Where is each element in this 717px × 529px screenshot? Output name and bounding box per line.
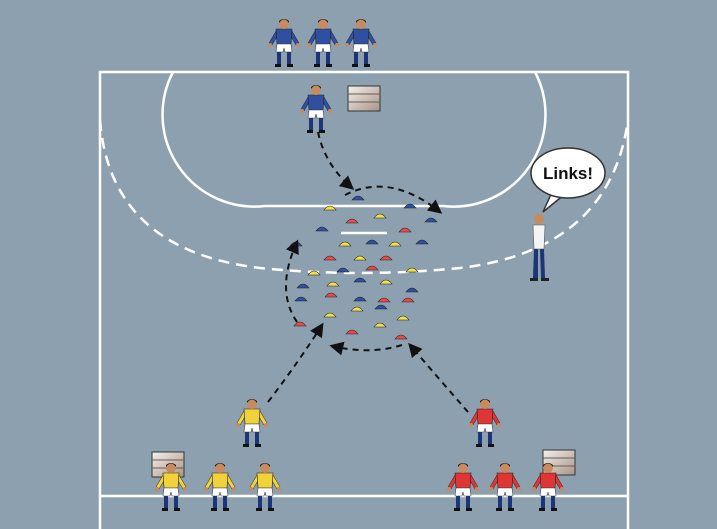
cone xyxy=(365,239,379,245)
coach-legs xyxy=(533,249,545,278)
cone xyxy=(296,283,310,289)
cone xyxy=(323,205,337,211)
cone xyxy=(307,270,321,276)
cone xyxy=(403,203,417,209)
cone xyxy=(396,315,410,321)
coach-head xyxy=(534,214,544,224)
cone xyxy=(373,322,387,328)
cone xyxy=(326,281,340,287)
cone xyxy=(323,255,337,261)
arrow-blue-run xyxy=(317,131,355,190)
cone xyxy=(398,227,412,233)
cone xyxy=(351,195,365,201)
cone xyxy=(353,255,367,261)
court-boundary xyxy=(98,70,630,529)
player-blue xyxy=(268,19,300,67)
cone xyxy=(373,213,387,219)
six-meter-line xyxy=(161,71,547,208)
speech-bubble-text: Links! xyxy=(543,164,593,183)
cone xyxy=(350,306,364,312)
cone xyxy=(415,239,429,245)
cone xyxy=(345,218,359,224)
cone xyxy=(293,321,307,327)
cone-field xyxy=(289,195,438,340)
arrow-yellow-run xyxy=(267,322,324,403)
cone xyxy=(379,279,393,285)
arrow-left-loop xyxy=(285,239,299,323)
player-blue xyxy=(307,19,339,67)
cone xyxy=(294,296,308,302)
coach xyxy=(530,214,549,281)
players xyxy=(155,19,564,511)
cone xyxy=(365,265,379,271)
cone xyxy=(315,226,329,232)
player-blue xyxy=(300,85,332,133)
movement-arrows xyxy=(267,131,469,413)
arrow-red-run xyxy=(408,342,469,413)
cone xyxy=(377,297,391,303)
cone xyxy=(374,304,388,310)
cone xyxy=(338,241,352,247)
speech-bubble-body xyxy=(530,147,606,199)
arrow-loop-top xyxy=(344,185,443,214)
cone xyxy=(394,334,408,340)
cone xyxy=(336,267,350,273)
cone xyxy=(379,255,393,261)
player-red xyxy=(469,399,501,447)
cone xyxy=(401,297,415,303)
cone xyxy=(405,287,419,293)
player-red xyxy=(532,463,564,511)
cone xyxy=(353,277,367,283)
cone xyxy=(353,296,367,302)
coach-shirt xyxy=(532,224,546,250)
cone xyxy=(345,329,359,335)
player-yellow xyxy=(249,463,281,511)
player-yellow xyxy=(155,463,187,511)
arrow-loop-bottom xyxy=(329,341,403,356)
cone xyxy=(324,292,338,298)
cone xyxy=(323,312,337,318)
nine-meter-line xyxy=(98,119,630,275)
cone xyxy=(388,241,402,247)
player-yellow xyxy=(236,399,268,447)
player-red xyxy=(447,463,479,511)
player-yellow xyxy=(204,463,236,511)
player-red xyxy=(489,463,521,511)
ball-box xyxy=(347,85,381,112)
cone xyxy=(424,217,438,223)
player-blue xyxy=(345,19,377,67)
coach-feet xyxy=(530,278,549,281)
speech-bubble: Links! xyxy=(530,147,606,213)
cone xyxy=(405,267,419,273)
